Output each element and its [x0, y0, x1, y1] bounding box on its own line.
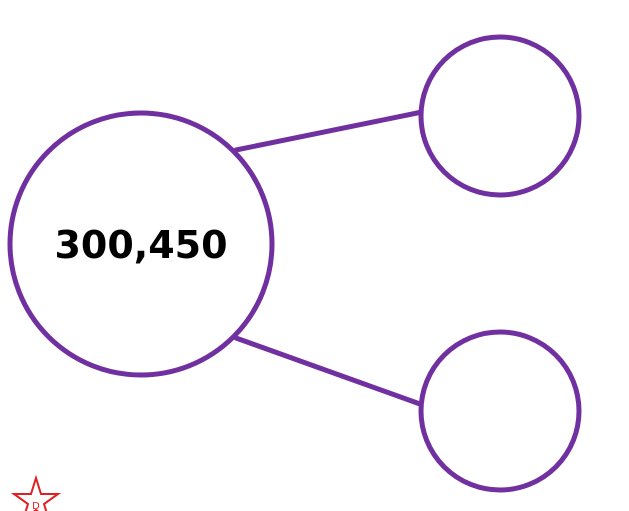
star-letter: D [32, 501, 40, 511]
whole-value: 300,450 [54, 223, 227, 267]
connector-top [233, 109, 425, 153]
part-circle-bottom[interactable] [418, 329, 582, 493]
part-node-bottom[interactable] [418, 329, 582, 493]
star-logo-icon: D [10, 474, 62, 511]
part-circle-top[interactable] [418, 34, 582, 198]
part-node-top[interactable] [418, 34, 582, 198]
whole-node: 300,450 [7, 110, 275, 378]
star-outline [10, 474, 62, 511]
whole-circle [7, 110, 275, 378]
connector-bottom [233, 335, 423, 407]
